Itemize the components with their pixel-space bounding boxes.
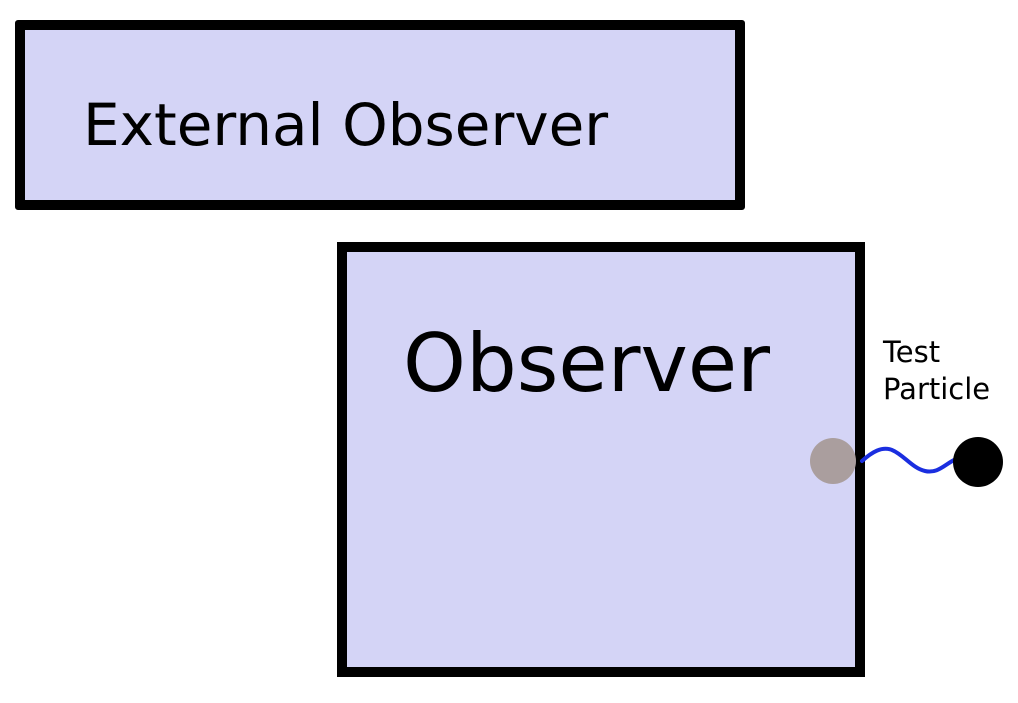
test-particle-label: Test Particle (883, 335, 991, 406)
signal-wave (860, 446, 958, 474)
test-particle (953, 437, 1003, 487)
observer-label: Observer (403, 317, 770, 410)
observer-box: Observer (337, 242, 865, 677)
external-observer-label: External Observer (83, 91, 609, 159)
external-observer-box: External Observer (15, 20, 745, 210)
